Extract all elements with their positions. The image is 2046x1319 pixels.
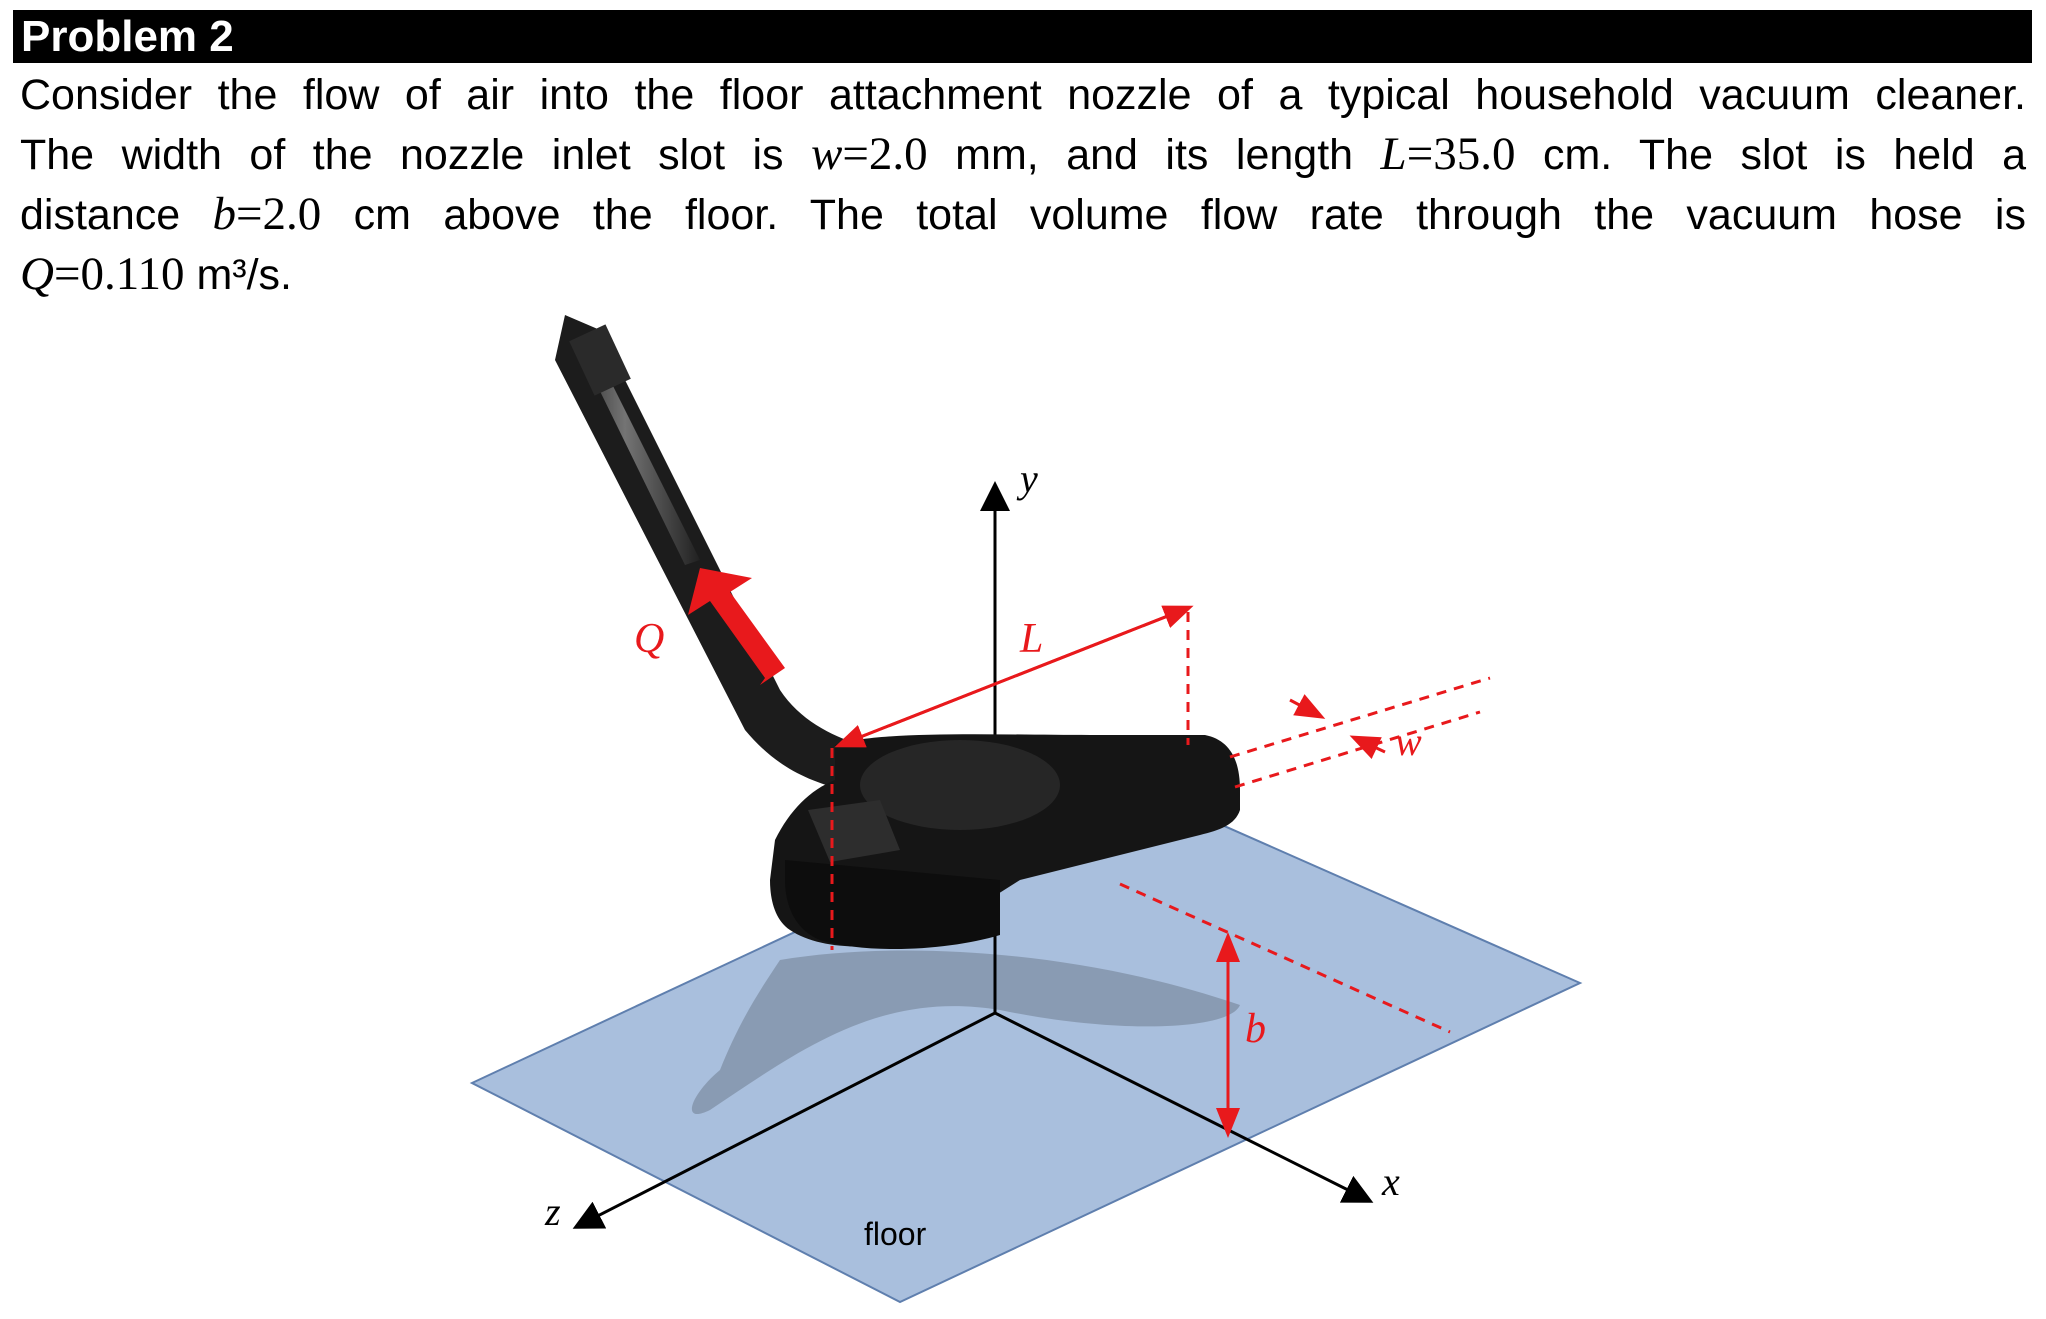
label-z: z — [544, 1189, 561, 1234]
w-guide-bottom — [1234, 710, 1481, 789]
Q-unit: m³/s. — [196, 251, 292, 299]
floor-projection-dashed — [1119, 882, 1451, 1034]
label-b: b — [1245, 1006, 1266, 1052]
problem-title: Problem 2 — [13, 10, 2032, 63]
L-value: 35.0 — [1433, 128, 1516, 180]
wand-grip — [569, 324, 631, 396]
statement-line-2: The width of the nozzle inlet slot is w=… — [20, 125, 2026, 185]
z-axis — [572, 1011, 996, 1229]
label-x: x — [1381, 1159, 1400, 1204]
label-floor: floor — [864, 1216, 927, 1252]
L-symbol: L — [1380, 128, 1407, 180]
b-value: 2.0 — [262, 188, 322, 240]
b-expression: b=2.0 — [212, 188, 322, 240]
b-symbol: b — [212, 188, 237, 240]
Q-symbol: Q — [20, 248, 54, 300]
wand-highlight — [575, 340, 700, 565]
w-value: 2.0 — [868, 128, 928, 180]
nozzle-dome — [860, 740, 1060, 830]
x-axis — [994, 1011, 1374, 1203]
problem-statement: Consider the flow of air into the floor … — [20, 66, 2026, 305]
Q-expression: Q=0.110 — [20, 248, 185, 300]
text-fragment: mm, and its length — [955, 131, 1354, 179]
w-arrow-in — [1289, 694, 1326, 719]
Q-value: 0.110 — [80, 248, 185, 300]
label-y: y — [1016, 456, 1038, 501]
flow-arrow-Q — [688, 568, 785, 685]
w-guide-top — [1229, 676, 1491, 759]
statement-line-4: Q=0.110 m³/s. — [20, 245, 2026, 305]
w-symbol: w — [811, 128, 843, 180]
L-dimension-line-2 — [839, 605, 1194, 747]
label-L: L — [1019, 616, 1043, 662]
text-fragment: distance — [20, 191, 181, 239]
statement-line-1: Consider the flow of air into the floor … — [20, 71, 2026, 119]
statement-line-3: distance b=2.0 cm above the floor. The t… — [20, 185, 2026, 245]
label-Q: Q — [634, 616, 664, 662]
nozzle-shadow — [691, 950, 1240, 1115]
nozzle-front-bar — [785, 860, 1000, 950]
text-fragment: cm above the floor. The total volume flo… — [353, 191, 2026, 239]
w-arrow-out — [1349, 735, 1386, 760]
L-expression: L=35.0 — [1380, 128, 1516, 180]
text-fragment: The width of the nozzle inlet slot is — [20, 131, 784, 179]
w-expression: w=2.0 — [811, 128, 928, 180]
text-fragment: cm. The slot is held a — [1542, 131, 2027, 179]
label-w: w — [1395, 719, 1422, 764]
